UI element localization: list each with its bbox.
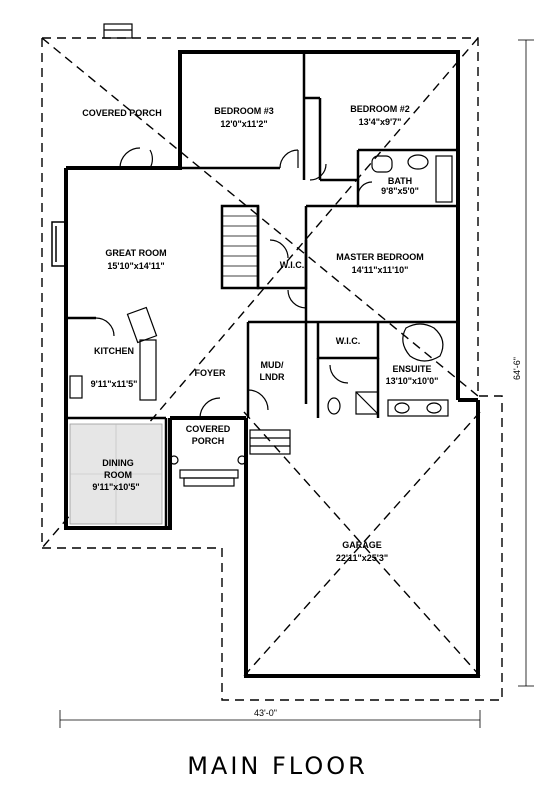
dining-label: DINING bbox=[102, 458, 134, 468]
dimension-lines bbox=[59, 39, 534, 728]
width-dimension-label: 43'-0" bbox=[254, 708, 277, 718]
ensuite-label: ENSUITE bbox=[392, 364, 431, 374]
bath-label: BATH bbox=[388, 176, 412, 186]
bedroom2-label: BEDROOM #2 bbox=[350, 104, 410, 114]
bath-size: 9'8"x5'0" bbox=[381, 186, 419, 196]
bedroom2-size: 13'4"x9'7" bbox=[359, 117, 402, 127]
interior-walls bbox=[66, 52, 458, 528]
front-porch bbox=[169, 429, 291, 487]
master-bedroom-label: MASTER BEDROOM bbox=[336, 252, 424, 262]
dining-label-2: ROOM bbox=[104, 470, 132, 480]
wic2-label: W.I.C. bbox=[336, 336, 361, 346]
ensuite-size: 13'10"x10'0" bbox=[386, 376, 439, 386]
master-bedroom-size: 14'11"x11'10" bbox=[352, 265, 409, 275]
front-porch-label: COVERED bbox=[186, 424, 231, 434]
front-porch-label-2: PORCH bbox=[192, 436, 225, 446]
great-room-label: GREAT ROOM bbox=[105, 248, 166, 258]
stair-treads bbox=[222, 215, 258, 277]
garage-label: GARAGE bbox=[342, 540, 382, 550]
exterior-walls bbox=[64, 50, 480, 678]
fixtures bbox=[69, 154, 453, 417]
laundry-label: LNDR bbox=[260, 372, 285, 382]
bedroom3-size: 12'0"x11'2" bbox=[220, 119, 267, 129]
mud-label: MUD/ bbox=[261, 360, 284, 370]
rear-steps bbox=[103, 23, 133, 39]
door-swings bbox=[95, 147, 373, 419]
kitchen-size: 9'11"x11'5" bbox=[91, 379, 138, 389]
fireplace bbox=[51, 221, 67, 267]
wic1-label: W.I.C. bbox=[280, 260, 305, 270]
bedroom3-label: BEDROOM #3 bbox=[214, 106, 274, 116]
dining-size: 9'11"x10'5" bbox=[92, 482, 139, 492]
garage-size: 22'11"x25'3" bbox=[336, 553, 388, 563]
dining-grid bbox=[70, 424, 162, 524]
kitchen-label: KITCHEN bbox=[94, 346, 134, 356]
great-room-size: 15'10"x14'11" bbox=[107, 261, 164, 271]
depth-dimension-label: 64'-6" bbox=[512, 357, 522, 380]
rear-porch-label: COVERED PORCH bbox=[82, 108, 162, 118]
page-title: MAIN FLOOR bbox=[187, 752, 368, 780]
foyer-label: FOYER bbox=[194, 368, 226, 378]
